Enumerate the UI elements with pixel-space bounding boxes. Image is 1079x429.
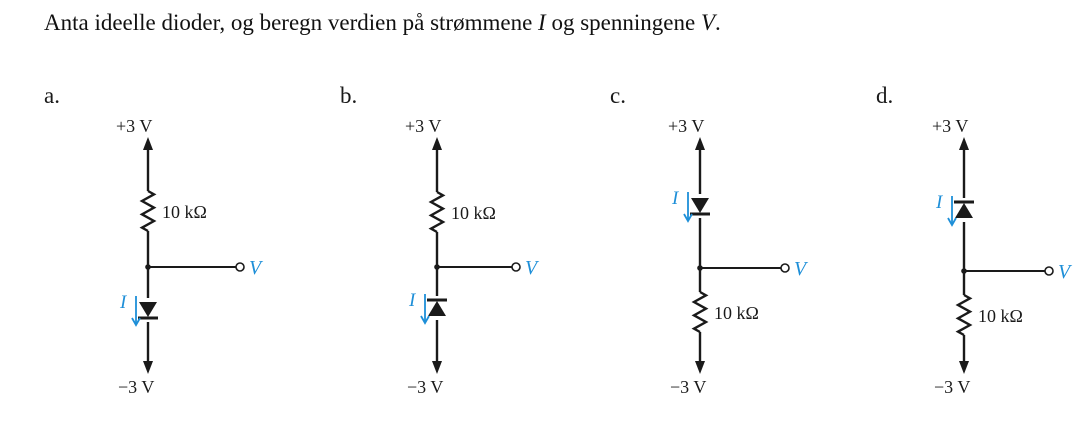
output-terminal: [780, 263, 790, 273]
resistor: [428, 190, 446, 234]
output-terminal: [511, 262, 521, 272]
current-label: I: [671, 188, 680, 209]
bottom-supply-label: −3 V: [407, 377, 443, 397]
output-voltage-label: V: [1058, 261, 1073, 283]
supply-arrow-up: [143, 137, 153, 150]
supply-arrow-down: [143, 361, 153, 374]
resistor: [955, 293, 973, 337]
current-label: I: [408, 290, 417, 311]
problem-text-start: Anta ideelle dioder, og beregn verdien p…: [44, 10, 539, 35]
top-supply-label: +3 V: [116, 116, 152, 136]
circuit-c: c. +3 V −3 V 10 kΩ V I: [610, 83, 809, 397]
resistor-value-label: 10 kΩ: [978, 306, 1023, 326]
top-supply-label: +3 V: [668, 116, 704, 136]
supply-arrow-down: [959, 361, 969, 374]
supply-arrow-down: [695, 361, 705, 374]
subfigure-label: c.: [610, 83, 626, 108]
diode-triangle: [139, 302, 157, 317]
voltage-symbol: V: [700, 10, 715, 35]
supply-arrow-up: [432, 137, 442, 150]
output-voltage-label: V: [249, 257, 264, 279]
diode-triangle: [428, 301, 446, 316]
problem-statement: Anta ideelle dioder, og beregn verdien p…: [44, 10, 721, 36]
supply-arrow-up: [695, 137, 705, 150]
current-arrow-head: [131, 317, 141, 327]
resistor-value-label: 10 kΩ: [162, 202, 207, 222]
resistor-value-label: 10 kΩ: [451, 203, 496, 223]
output-voltage-label: V: [794, 258, 809, 280]
resistor-value-label: 10 kΩ: [714, 303, 759, 323]
top-supply-label: +3 V: [932, 116, 968, 136]
subfigure-label: d.: [876, 83, 893, 108]
output-terminal: [1044, 266, 1054, 276]
output-terminal: [235, 262, 245, 272]
current-label: I: [935, 192, 944, 213]
diode-triangle: [955, 203, 973, 218]
circuit-a: a. +3 V −3 V 10 kΩ V I: [44, 83, 264, 397]
diode-triangle: [691, 198, 709, 213]
problem-text-end: .: [715, 10, 721, 35]
circuit-d: d. +3 V −3 V 10 kΩ V I: [876, 83, 1073, 397]
bottom-supply-label: −3 V: [670, 377, 706, 397]
circuit-b: b. +3 V −3 V 10 kΩ V I: [340, 83, 540, 397]
top-supply-label: +3 V: [405, 116, 441, 136]
bottom-supply-label: −3 V: [934, 377, 970, 397]
supply-arrow-up: [959, 137, 969, 150]
current-arrow-head: [420, 315, 430, 325]
current-arrow-head: [683, 213, 693, 223]
resistor: [691, 290, 709, 334]
bottom-supply-label: −3 V: [118, 377, 154, 397]
problem-text-middle: og spenningene: [545, 10, 701, 35]
output-voltage-label: V: [525, 257, 540, 279]
subfigure-label: b.: [340, 83, 357, 108]
resistor: [139, 189, 157, 233]
current-symbol: I: [538, 10, 546, 35]
supply-arrow-down: [432, 361, 442, 374]
current-label: I: [119, 292, 128, 313]
current-arrow-head: [947, 217, 957, 227]
subfigure-label: a.: [44, 83, 60, 108]
